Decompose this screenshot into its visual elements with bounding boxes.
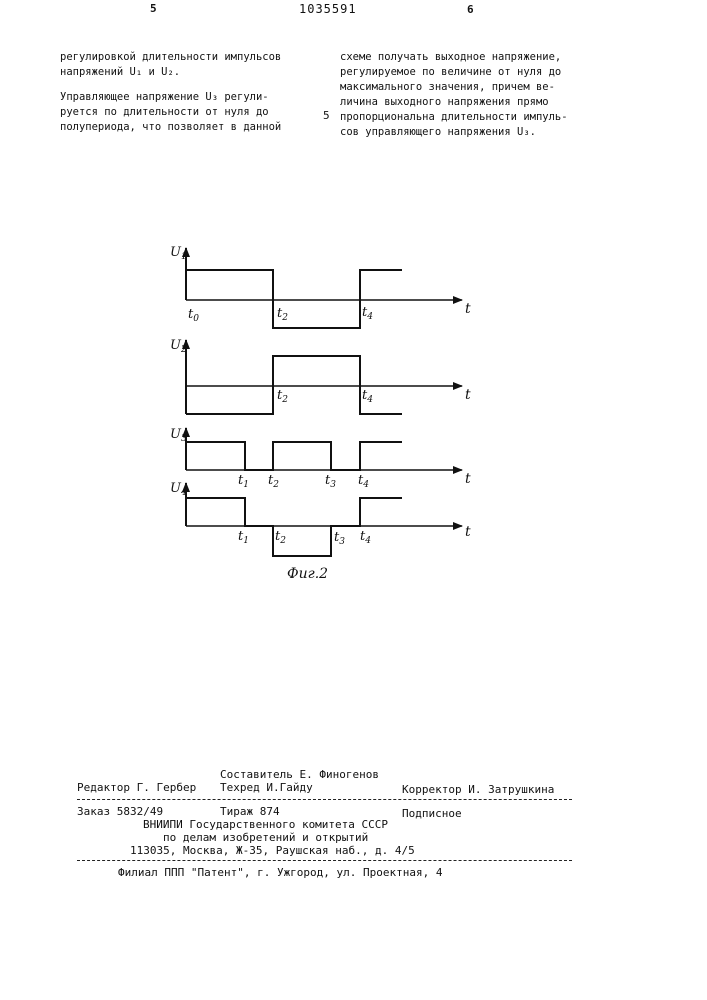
plot-u4 [186,483,462,556]
divider-line [77,799,572,800]
plot-u3 [186,428,462,470]
imprint-corrector: Корректор И. Затрушкина [402,783,554,797]
tick-label: t0 [188,307,199,324]
plot-u1 [186,248,462,328]
tick-label: t2 [275,529,286,546]
tick-label: t3 [325,473,336,490]
imprint-branch: Филиал ППП "Патент", г. Ужгород, ул. Про… [118,866,443,880]
imprint-editor: Редактор Г. Гербер [77,781,196,795]
time-label-u3: t [465,471,471,487]
imprint-org-line2: по делам изобретений и открытий [163,831,368,845]
imprint-circulation: Тираж 874 [220,805,280,819]
imprint-subscription: Подписное [402,807,462,821]
signal-label-u1: U1 [170,245,187,262]
tick-label: t1 [238,473,249,490]
tick-label: t2 [277,306,288,323]
imprint-order: Заказ 5832/49 [77,805,163,819]
tick-label: t3 [334,530,345,547]
signal-label-u3: U3 [170,427,187,444]
tick-label: t2 [268,473,279,490]
time-label-u2: t [465,387,471,403]
imprint-compiler: Составитель Е. Финогенов [220,768,379,782]
imprint-address: 113035, Москва, Ж-35, Раушская наб., д. … [130,844,415,858]
figure-caption: Фиг.2 [287,566,328,582]
imprint-org-line1: ВНИИПИ Государственного комитета СССР [143,818,388,832]
signal-label-u2: U2 [170,338,187,355]
tick-label: t2 [277,388,288,405]
tick-label: t4 [360,529,371,546]
tick-label: t4 [358,473,369,490]
divider-line [77,860,572,861]
waveform-u4 [186,498,402,556]
time-label-u1: t [465,301,471,317]
signal-label-u4: U4 [170,481,187,498]
tick-label: t4 [362,388,373,405]
plot-u2 [186,340,462,414]
imprint-techred: Техред И.Гайду [220,781,313,795]
tick-label: t4 [362,305,373,322]
tick-label: t1 [238,529,249,546]
waveform-u2 [186,356,402,414]
time-label-u4: t [465,524,471,540]
waveform-u3 [186,442,402,470]
